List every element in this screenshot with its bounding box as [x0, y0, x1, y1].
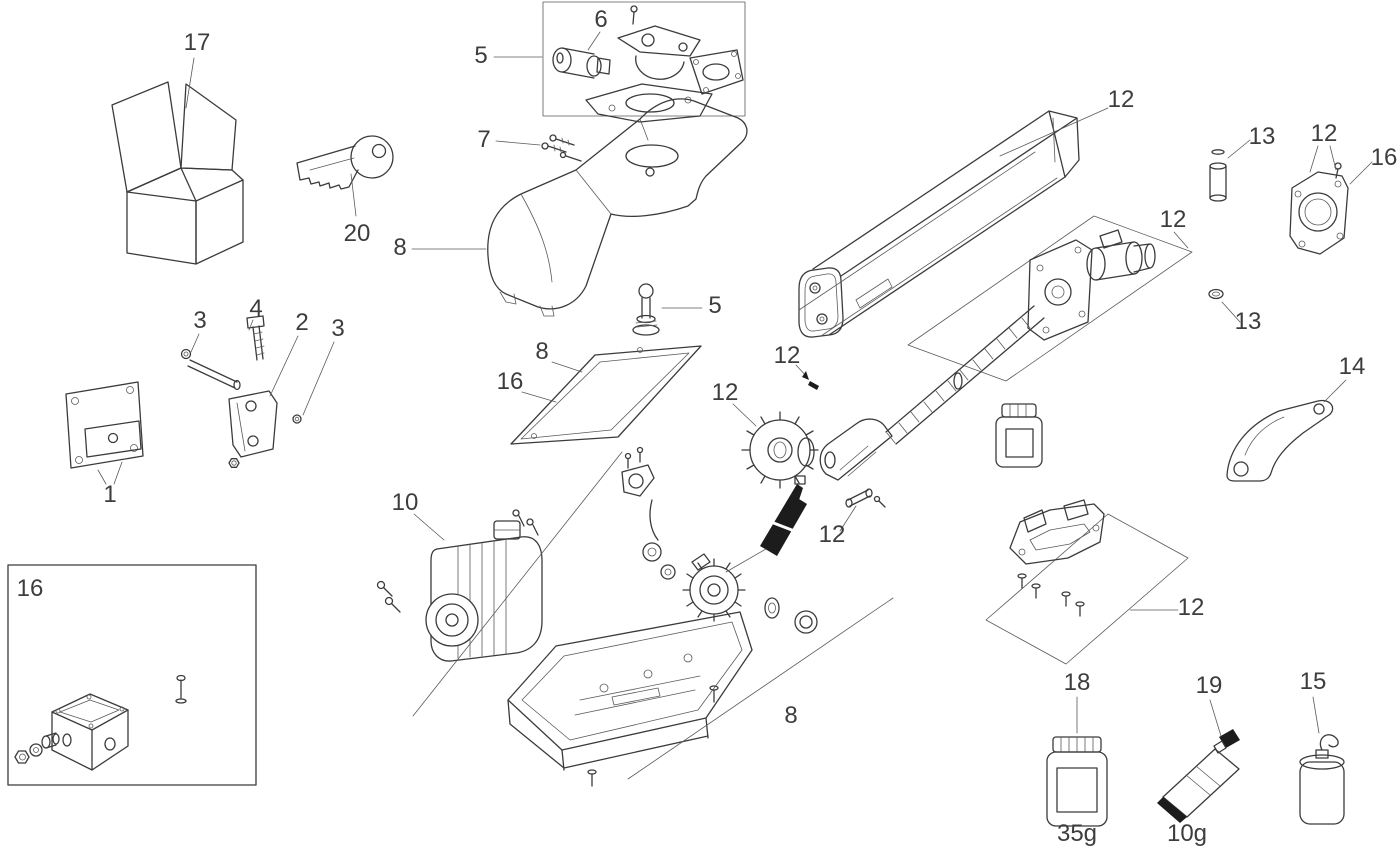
- part-label-20: 20: [344, 220, 371, 247]
- part-label-10: 10: [392, 489, 419, 516]
- part-label-12-shaftpin: 12: [819, 521, 846, 548]
- part-label-5-frame: 5: [474, 42, 487, 69]
- end-plate-illustration: [1289, 145, 1373, 255]
- shaft-pin-illustration: [839, 488, 886, 532]
- part-label-16-junction: 16: [17, 575, 44, 602]
- release-mechanism-illustration: [585, 5, 744, 123]
- part-label-14: 14: [1339, 353, 1366, 380]
- part-label-12-casting: 12: [1178, 594, 1205, 621]
- glue-tube-illustration: [1157, 699, 1240, 823]
- gear-cluster-illustration: [621, 446, 818, 634]
- part-label-3a: 3: [193, 307, 206, 334]
- wall-plate-illustration: [65, 381, 144, 485]
- part-label-8-gasket: 8: [535, 338, 548, 365]
- pin-cylinder-illustration: [1209, 139, 1251, 202]
- part-label-1: 1: [103, 481, 116, 508]
- washer-illustration: [1208, 288, 1241, 323]
- grease-jar-illustration: [1046, 696, 1108, 827]
- outer-tube-illustration: [798, 107, 1109, 338]
- part-label-16-plate: 16: [1371, 144, 1397, 171]
- key-illustration: [296, 135, 394, 217]
- part-label-15: 15: [1300, 668, 1327, 695]
- rear-bracket-illustration: [1226, 379, 1347, 482]
- junction-box-inset: [7, 564, 257, 786]
- part-label-12-tube: 12: [1108, 86, 1135, 113]
- gasket-illustration: [510, 345, 702, 445]
- bevel-gear-illustration: [732, 403, 819, 489]
- part-label-5-release: 5: [708, 292, 721, 319]
- part-label-8-cover: 8: [393, 234, 406, 261]
- motor-illustration: [376, 509, 543, 662]
- screw-assembly-illustration: [819, 215, 1193, 481]
- part-label-13-pin: 13: [1249, 123, 1276, 150]
- part-label-2: 2: [295, 309, 308, 336]
- grease-jar-weight: 35g: [1057, 820, 1097, 847]
- front-cover-illustration: [411, 98, 748, 317]
- screws-illustration: [495, 134, 582, 162]
- lock-detail-frame: [493, 1, 746, 117]
- part-label-18: 18: [1064, 669, 1091, 696]
- part-label-17: 17: [184, 29, 211, 56]
- part-label-4: 4: [249, 295, 262, 322]
- part-label-13-washer: 13: [1235, 308, 1262, 335]
- part-label-12-clip: 12: [774, 342, 801, 369]
- part-label-16-gasket: 16: [497, 368, 524, 395]
- part-label-7: 7: [477, 126, 490, 153]
- part-label-3b: 3: [331, 315, 344, 342]
- release-pin-illustration: [632, 283, 703, 336]
- lock-cylinder-illustration: [552, 47, 611, 79]
- part-label-12-screw-assembly: 12: [1160, 206, 1187, 233]
- part-label-12-bevel: 12: [712, 379, 739, 406]
- clevis-hardware-illustration: [180, 315, 335, 468]
- rear-casting-illustration: [985, 499, 1189, 665]
- part-label-12-plate: 12: [1311, 120, 1338, 147]
- base-tray-illustration: [412, 451, 894, 787]
- grease-tube-illustration: [725, 475, 807, 573]
- part-label-8-tray: 8: [784, 702, 797, 729]
- clip-pin-illustration: [795, 364, 819, 390]
- packaging-box-illustration: [111, 57, 244, 265]
- capacitor-illustration: [1299, 696, 1345, 825]
- part-label-6: 6: [594, 6, 607, 33]
- glue-tube-weight: 10g: [1167, 820, 1207, 847]
- part-label-19: 19: [1196, 672, 1223, 699]
